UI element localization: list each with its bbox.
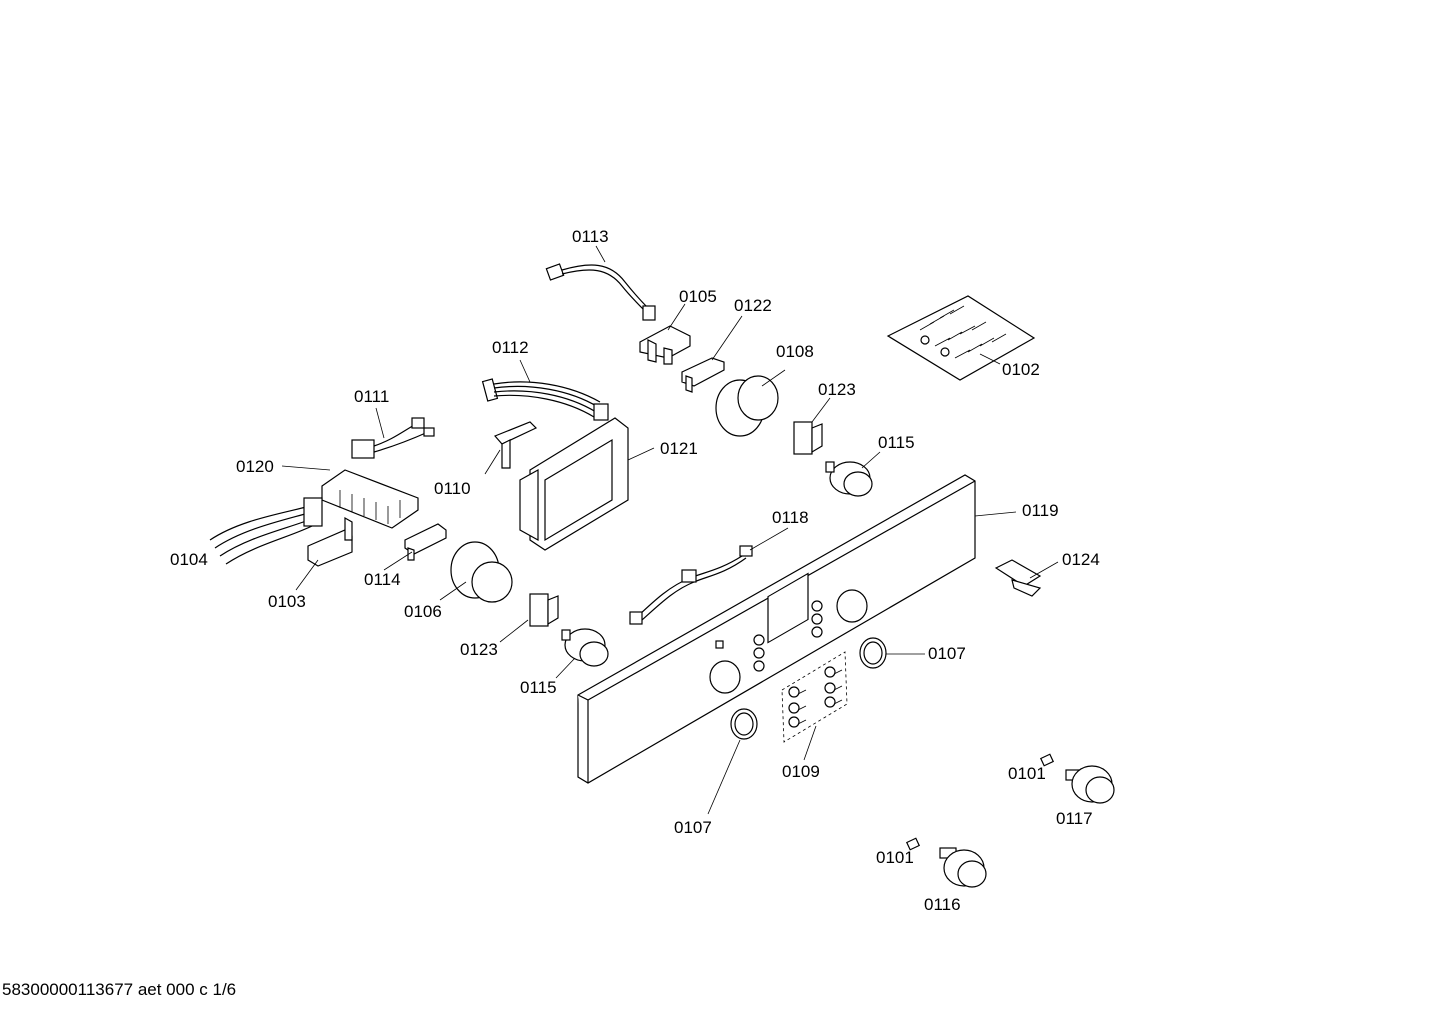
label-0113: 0113 xyxy=(572,227,609,246)
part-0109-screws xyxy=(781,651,848,761)
label-0103: 0103 xyxy=(268,592,306,611)
part-0123-switch-lower xyxy=(499,593,559,643)
part-0119-control-panel xyxy=(577,474,1017,784)
label-0124: 0124 xyxy=(1062,550,1100,569)
label-0120: 0120 xyxy=(236,457,274,476)
part-0116-knob xyxy=(905,837,987,888)
part-0112-ribbon-cable xyxy=(481,359,609,421)
label-0101-lower: 0101 xyxy=(876,848,914,867)
part-labels: 0113 0105 0122 0112 0108 0102 0111 0123 … xyxy=(170,227,1100,914)
label-0114: 0114 xyxy=(364,570,401,589)
part-0105-bracket xyxy=(639,303,691,365)
label-0105: 0105 xyxy=(679,287,717,306)
label-0119: 0119 xyxy=(1022,501,1059,520)
part-0102-screw-bag xyxy=(886,295,1036,381)
label-0107-lower: 0107 xyxy=(674,818,712,837)
part-0114-connector xyxy=(383,523,447,571)
part-0107-ring-lower xyxy=(707,708,758,815)
label-0106: 0106 xyxy=(404,602,442,621)
part-0110-lever xyxy=(484,421,538,475)
label-0111: 0111 xyxy=(354,387,389,406)
label-0121: 0121 xyxy=(660,439,698,458)
label-0101-upper: 0101 xyxy=(1008,764,1046,783)
part-0118-wire-harness xyxy=(629,527,789,625)
part-0122-clip xyxy=(681,315,743,393)
label-0122: 0122 xyxy=(734,296,772,315)
label-0117: 0117 xyxy=(1056,809,1093,828)
label-0115-upper: 0115 xyxy=(878,433,915,452)
part-0104-wires xyxy=(209,497,323,565)
part-0106-switch-body xyxy=(439,541,513,603)
part-0115-knob-stem-upper xyxy=(825,451,881,497)
label-0110: 0110 xyxy=(434,479,471,498)
document-id: 58300000113677 aet 000 c 1/6 xyxy=(2,980,237,999)
label-0115-lower: 0115 xyxy=(520,678,557,697)
label-0112: 0112 xyxy=(492,338,529,357)
label-0109: 0109 xyxy=(782,762,820,781)
part-0117-knob xyxy=(1039,753,1115,804)
label-0123-upper: 0123 xyxy=(818,380,856,399)
part-0124-clip xyxy=(994,559,1059,597)
label-0102: 0102 xyxy=(1002,360,1040,379)
part-0120-terminal-block xyxy=(281,465,419,529)
label-0123-lower: 0123 xyxy=(460,640,498,659)
label-0118: 0118 xyxy=(772,508,809,527)
label-0104: 0104 xyxy=(170,550,208,569)
part-0113-cable xyxy=(545,245,656,321)
part-0115-knob-stem-lower xyxy=(555,628,609,679)
label-0116: 0116 xyxy=(924,895,961,914)
part-0107-ring-right xyxy=(859,637,925,669)
part-0123-switch-upper xyxy=(793,397,831,455)
label-0108: 0108 xyxy=(776,342,814,361)
part-0103-clip xyxy=(295,516,353,591)
part-0108-switch-body xyxy=(715,369,786,437)
part-0111-harness xyxy=(351,407,435,459)
part-0121-control-module xyxy=(519,417,655,551)
label-0107-right: 0107 xyxy=(928,644,966,663)
